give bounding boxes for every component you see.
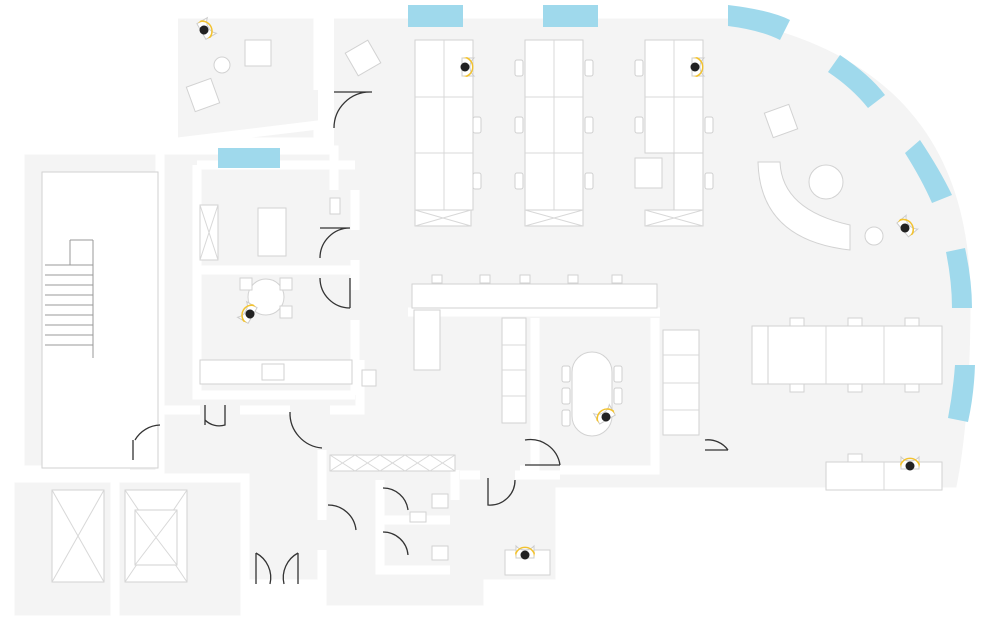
stairs-icon <box>41 171 159 469</box>
elevator-icon <box>51 489 188 583</box>
toilet-icon <box>431 493 449 509</box>
desk-block <box>414 39 714 227</box>
door-swing-icon <box>132 91 729 585</box>
desk-block <box>751 317 943 491</box>
lounge-room <box>185 39 272 113</box>
sofa <box>344 39 884 251</box>
counter <box>411 274 700 436</box>
windows <box>218 5 975 422</box>
restrooms <box>329 454 551 576</box>
office-room <box>199 197 377 387</box>
